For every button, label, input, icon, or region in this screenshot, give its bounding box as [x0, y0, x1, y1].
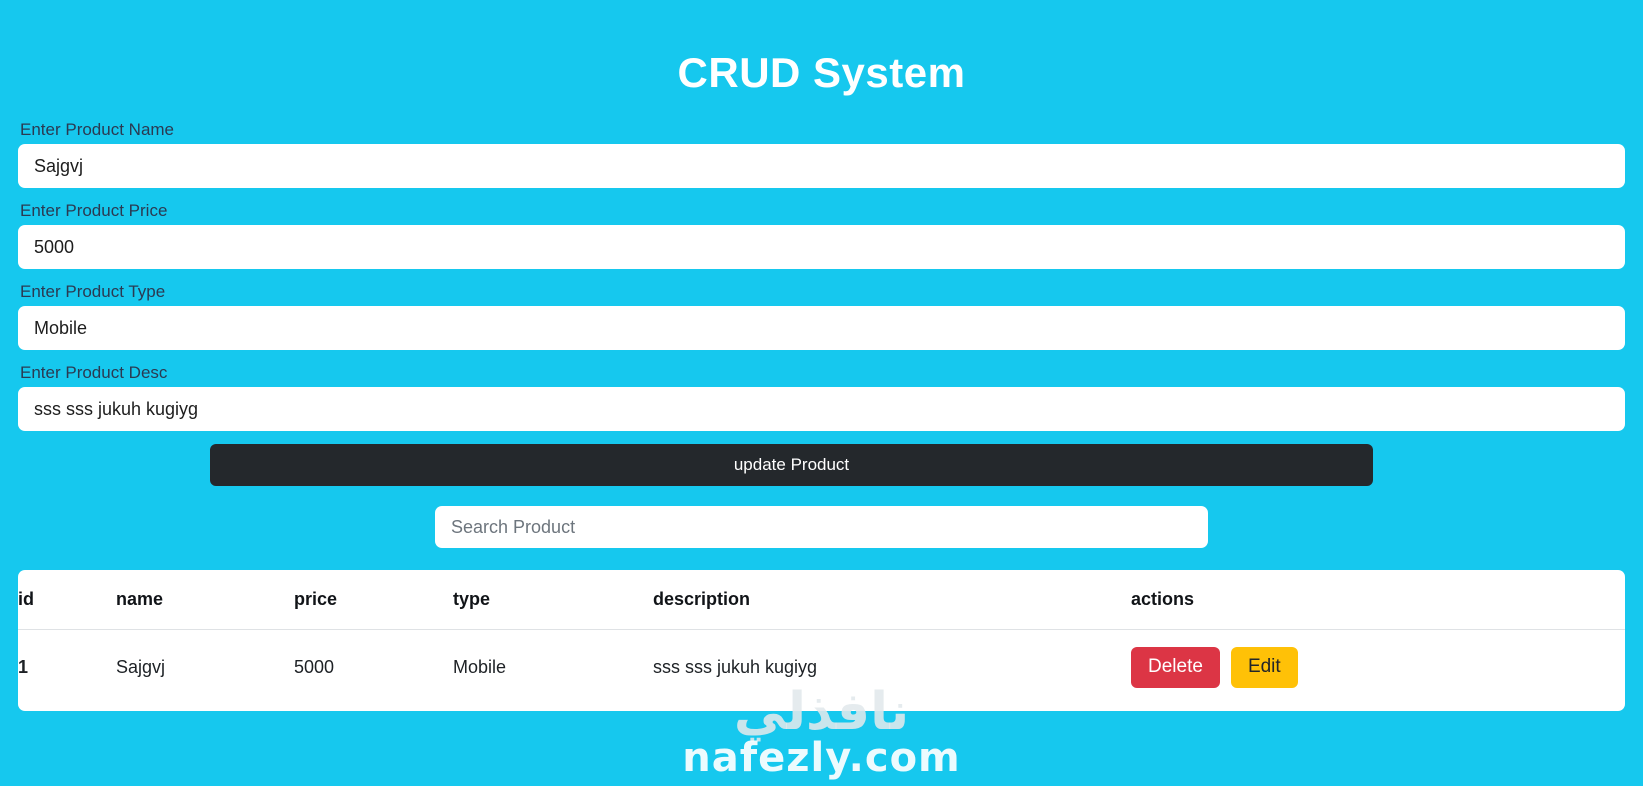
table-body: 1 Sajgvj 5000 Mobile sss sss jukuh kugiy… — [18, 630, 1625, 711]
column-header-description: description — [653, 570, 1131, 630]
label-product-type: Enter Product Type — [20, 282, 166, 301]
product-price-input[interactable] — [18, 225, 1625, 269]
cell-type: Mobile — [453, 656, 507, 677]
column-header-id: id — [18, 570, 116, 630]
delete-button[interactable]: Delete — [1131, 647, 1220, 688]
update-product-button[interactable]: update Product — [210, 444, 1373, 486]
table-row: 1 Sajgvj 5000 Mobile sss sss jukuh kugiy… — [18, 630, 1625, 711]
cell-price: 5000 — [294, 656, 335, 677]
column-header-name: name — [116, 570, 294, 630]
product-form: Enter Product Name Enter Product Price E… — [0, 120, 1643, 431]
edit-button[interactable]: Edit — [1230, 647, 1298, 688]
product-type-input[interactable] — [18, 306, 1625, 350]
product-name-input[interactable] — [18, 144, 1625, 188]
search-input[interactable] — [435, 506, 1208, 548]
label-product-name: Enter Product Name — [20, 120, 175, 139]
watermark-latin: nafezly.com — [682, 735, 961, 781]
submit-row: update Product — [0, 444, 1643, 486]
cell-name: Sajgvj — [116, 656, 166, 677]
column-header-price: price — [294, 570, 453, 630]
column-header-actions: actions — [1131, 570, 1625, 630]
search-row — [0, 506, 1643, 548]
label-product-desc: Enter Product Desc — [20, 363, 168, 382]
table-header: id name price type description actions — [18, 570, 1625, 630]
cell-description: sss sss jukuh kugiyg — [653, 656, 818, 677]
page-title: CRUD System — [677, 49, 966, 96]
products-table-container: id name price type description actions 1… — [18, 570, 1625, 711]
cell-id: 1 — [18, 656, 29, 677]
table-header-row: id name price type description actions — [18, 570, 1625, 630]
column-header-type: type — [453, 570, 653, 630]
label-product-price: Enter Product Price — [20, 201, 168, 220]
products-table: id name price type description actions 1… — [18, 570, 1625, 711]
cell-actions: Delete Edit — [1131, 630, 1625, 711]
product-desc-input[interactable] — [18, 387, 1625, 431]
